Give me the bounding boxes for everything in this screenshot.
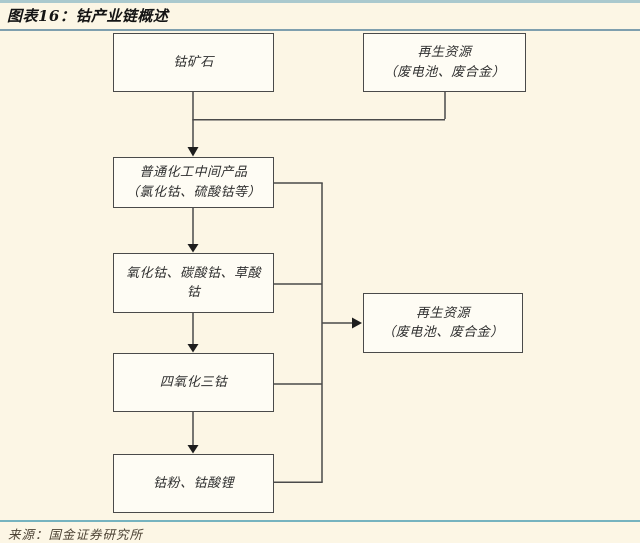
- node-recycled-resources-right: 再生资源 （废电池、废合金）: [363, 293, 523, 353]
- figure-title: 图表16：钴产业链概述: [7, 7, 169, 25]
- node-cobalt-salts: 氧化钴、碳酸钴、草酸钴: [113, 253, 274, 313]
- arrowhead-into-co3o4: [187, 344, 199, 353]
- arrowhead-into-salts: [187, 244, 199, 253]
- title-divider: [0, 29, 640, 31]
- node-label: 钴矿石: [173, 54, 214, 70]
- arrowhead-into-recycle-right: [352, 317, 362, 329]
- node-recycled-resources-top: 再生资源 （废电池、废合金）: [363, 33, 526, 92]
- node-sublabel: （废电池、废合金）: [383, 64, 506, 80]
- node-sublabel: （废电池、废合金）: [382, 325, 504, 340]
- node-cobalt-ore: 钴矿石: [113, 33, 274, 92]
- node-chemical-intermediates: 普通化工中间产品 （氯化钴、硫酸钴等）: [113, 157, 274, 208]
- arrowhead-into-intermediate: [187, 147, 199, 157]
- node-sublabel: （氯化钴、硫酸钴等）: [125, 184, 261, 200]
- node-label: 普通化工中间产品: [139, 165, 248, 180]
- node-cobalt-powder-lco: 钴粉、钴酸锂: [113, 454, 274, 513]
- node-label: 再生资源: [415, 305, 470, 321]
- node-tricobalt-tetroxide: 四氧化三钴: [113, 353, 274, 412]
- source-note: 来源：国金证券研究所: [8, 527, 144, 542]
- node-label: 钴粉、钴酸锂: [152, 475, 234, 491]
- node-label: 四氧化三钴: [159, 374, 228, 390]
- node-label: 再生资源: [417, 45, 472, 60]
- node-label: 氧化钴、碳酸钴、草酸钴: [125, 265, 261, 301]
- footer-divider: [0, 520, 640, 522]
- arrowhead-into-powder: [187, 445, 199, 454]
- top-rule: [0, 0, 640, 3]
